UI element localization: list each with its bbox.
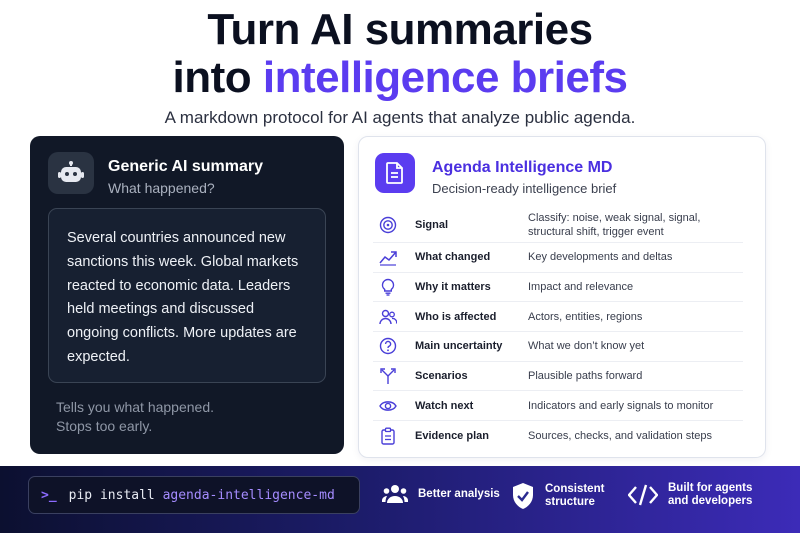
hero-title: Turn AI summaries into intelligence brie… bbox=[0, 6, 800, 102]
brief-row-desc: Key developments and deltas bbox=[528, 251, 673, 264]
brief-row-desc: What we don’t know yet bbox=[528, 340, 645, 353]
generic-footer-line-1: Tells you what happened. bbox=[56, 399, 214, 415]
brief-row-desc: Indicators and early signals to monitor bbox=[528, 399, 714, 412]
generic-summary-card: Generic AI summary What happened? Severa… bbox=[30, 136, 344, 454]
generic-footer-line-2: Stops too early. bbox=[56, 418, 153, 434]
feature-consistent-structure: Consistent structure bbox=[511, 482, 611, 510]
hero-subtitle: A markdown protocol for AI agents that a… bbox=[164, 108, 636, 127]
brief-row-label: What changed bbox=[415, 251, 491, 264]
brief-row-label: Scenarios bbox=[415, 370, 468, 383]
brief-row-scenarios: Scenarios Plausible paths forward bbox=[373, 362, 743, 392]
trend-icon bbox=[379, 251, 397, 266]
brief-row-desc: Plausible paths forward bbox=[528, 370, 643, 383]
feature-label: Better analysis bbox=[418, 487, 500, 500]
brief-row-watch-next: Watch next Indicators and early signals … bbox=[373, 391, 743, 422]
hero-line-1: Turn AI summaries bbox=[207, 5, 593, 54]
hero-line-2-prefix: into bbox=[172, 53, 263, 102]
brief-card-title: Agenda Intelligence MD bbox=[432, 159, 613, 176]
bottom-banner: >_ pip install agenda-intelligence-md Be… bbox=[0, 466, 800, 533]
brief-row-label: Who is affected bbox=[415, 310, 497, 323]
brief-row-label: Why it matters bbox=[415, 281, 491, 294]
brief-card-subtitle: Decision-ready intelligence brief bbox=[432, 181, 617, 196]
intelligence-brief-card: Agenda Intelligence MD Decision-ready in… bbox=[358, 136, 766, 458]
generic-card-title: Generic AI summary bbox=[108, 158, 264, 175]
lightbulb-icon bbox=[381, 278, 395, 296]
brief-sections-list: Signal Classify: noise, weak signal, sig… bbox=[373, 207, 743, 451]
feature-built-for-agents: Built for agents and developers bbox=[628, 482, 758, 508]
brief-row-signal: Signal Classify: noise, weak signal, sig… bbox=[373, 207, 743, 243]
generic-card-footer: Tells you what happened. Stops too early… bbox=[56, 398, 214, 436]
brief-row-label: Evidence plan bbox=[415, 429, 489, 442]
users-icon bbox=[382, 484, 408, 504]
brief-row-label: Main uncertainty bbox=[415, 340, 503, 353]
generic-summary-box: Several countries announced new sanction… bbox=[48, 208, 326, 383]
brief-row-main-uncertainty: Main uncertainty What we don’t know yet bbox=[373, 332, 743, 362]
question-icon bbox=[379, 338, 397, 355]
document-icon bbox=[375, 153, 415, 193]
install-package-name: agenda-intelligence-md bbox=[162, 487, 335, 503]
brief-row-desc: Classify: noise, weak signal, signal, st… bbox=[528, 211, 701, 238]
feature-label: Consistent structure bbox=[545, 483, 605, 508]
brief-row-desc: Impact and relevance bbox=[528, 281, 634, 294]
branch-icon bbox=[380, 368, 396, 385]
brief-row-why-it-matters: Why it matters Impact and relevance bbox=[373, 273, 743, 303]
brief-row-what-changed: What changed Key developments and deltas bbox=[373, 243, 743, 273]
people-icon bbox=[379, 309, 397, 324]
generic-summary-text: Several countries announced new sanction… bbox=[67, 230, 299, 365]
install-command-box[interactable]: >_ pip install agenda-intelligence-md bbox=[28, 476, 360, 514]
robot-icon bbox=[48, 152, 94, 194]
target-icon bbox=[379, 216, 397, 233]
install-command-text: pip install bbox=[68, 487, 163, 503]
clipboard-icon bbox=[381, 427, 395, 445]
brief-row-desc: Actors, entities, regions bbox=[528, 310, 643, 323]
brief-row-evidence-plan: Evidence plan Sources, checks, and valid… bbox=[373, 421, 743, 451]
brief-row-desc: Sources, checks, and validation steps bbox=[528, 429, 713, 442]
generic-card-subtitle: What happened? bbox=[108, 180, 215, 196]
eye-icon bbox=[379, 400, 397, 411]
code-icon bbox=[628, 484, 658, 506]
brief-row-who-is-affected: Who is affected Actors, entities, region… bbox=[373, 302, 743, 333]
feature-better-analysis: Better analysis bbox=[382, 484, 500, 504]
terminal-prompt-icon: >_ bbox=[41, 487, 57, 503]
shield-check-icon bbox=[511, 482, 535, 510]
brief-row-label: Watch next bbox=[415, 399, 474, 412]
brief-row-label: Signal bbox=[415, 218, 449, 231]
hero-line-2-accent: intelligence briefs bbox=[262, 53, 628, 102]
feature-label: Built for agents and developers bbox=[668, 482, 753, 507]
